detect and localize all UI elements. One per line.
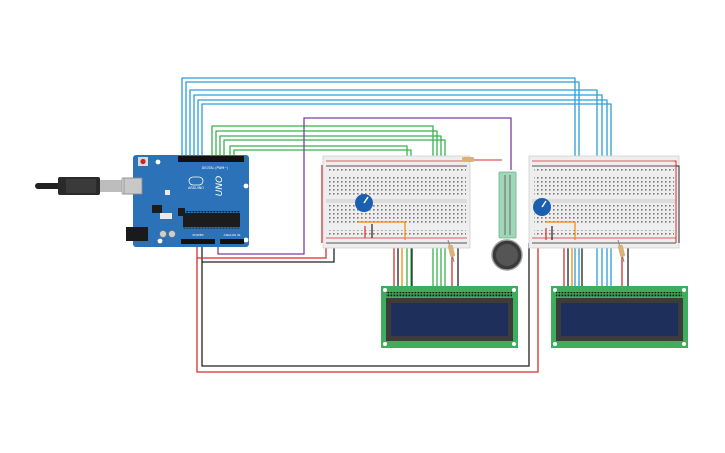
potentiometer-right[interactable]: [533, 198, 551, 216]
capacitors: [159, 230, 176, 238]
uno-label: UNO: [215, 176, 225, 196]
potentiometer-left[interactable]: [355, 194, 373, 212]
power-jack: [126, 227, 148, 241]
breadboard-left[interactable]: [322, 155, 471, 249]
atmega-chip: [183, 213, 240, 227]
jumpers-left: [358, 221, 406, 240]
digital-header-label: DIGITAL (PWM~): [202, 166, 228, 170]
power-header-label: POWER: [192, 233, 203, 237]
breadboard-right[interactable]: [528, 155, 680, 249]
lcd-display-left[interactable]: [381, 286, 518, 348]
power-header: [181, 239, 215, 244]
arduino-uno-board[interactable]: DIGITAL (PWM~) UNO ARDUINO POWER ANALOG …: [123, 155, 249, 247]
usb-jack: [123, 177, 143, 195]
jumpers-right: [545, 221, 576, 240]
force-sensor[interactable]: [462, 157, 523, 271]
resistor-left: [447, 239, 456, 263]
arduino-brand-label: ARDUINO: [188, 186, 204, 190]
analog-header-label: ANALOG IN: [224, 233, 241, 237]
lcd-display-right[interactable]: [551, 286, 688, 348]
resistor-right: [617, 239, 626, 263]
analog-header: [220, 239, 244, 244]
wire-purple: [217, 117, 512, 255]
